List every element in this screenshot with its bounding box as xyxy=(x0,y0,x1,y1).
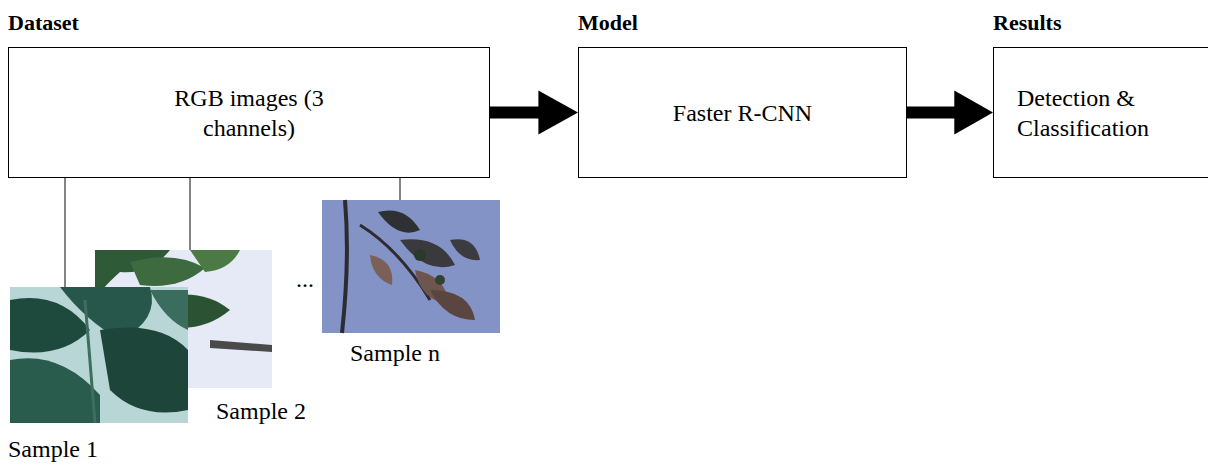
process-box: DatasetRGB images (3 channels) xyxy=(8,47,490,178)
leaf-photo xyxy=(10,287,188,423)
flow-arrow xyxy=(907,91,993,135)
flow-arrow xyxy=(490,91,578,135)
sample-caption: Sample 1 xyxy=(8,436,98,463)
column-heading: Model xyxy=(578,10,638,36)
process-box: ModelFaster R-CNN xyxy=(578,47,907,178)
withered-plant-photo xyxy=(322,200,500,333)
box-label: RGB images (3 channels) xyxy=(149,83,349,143)
box-label: Detection & Classification xyxy=(1017,83,1177,143)
column-heading: Results xyxy=(993,10,1061,36)
process-box: ResultsDetection & Classification xyxy=(993,47,1208,178)
box-label: Faster R-CNN xyxy=(673,98,812,128)
arrow-shape xyxy=(907,91,993,135)
column-heading: Dataset xyxy=(8,10,79,36)
sample-caption: Sample 2 xyxy=(216,398,306,425)
ellipsis-label: ... xyxy=(296,266,314,293)
arrow-shape xyxy=(490,91,578,135)
sample-caption: Sample n xyxy=(350,340,440,367)
